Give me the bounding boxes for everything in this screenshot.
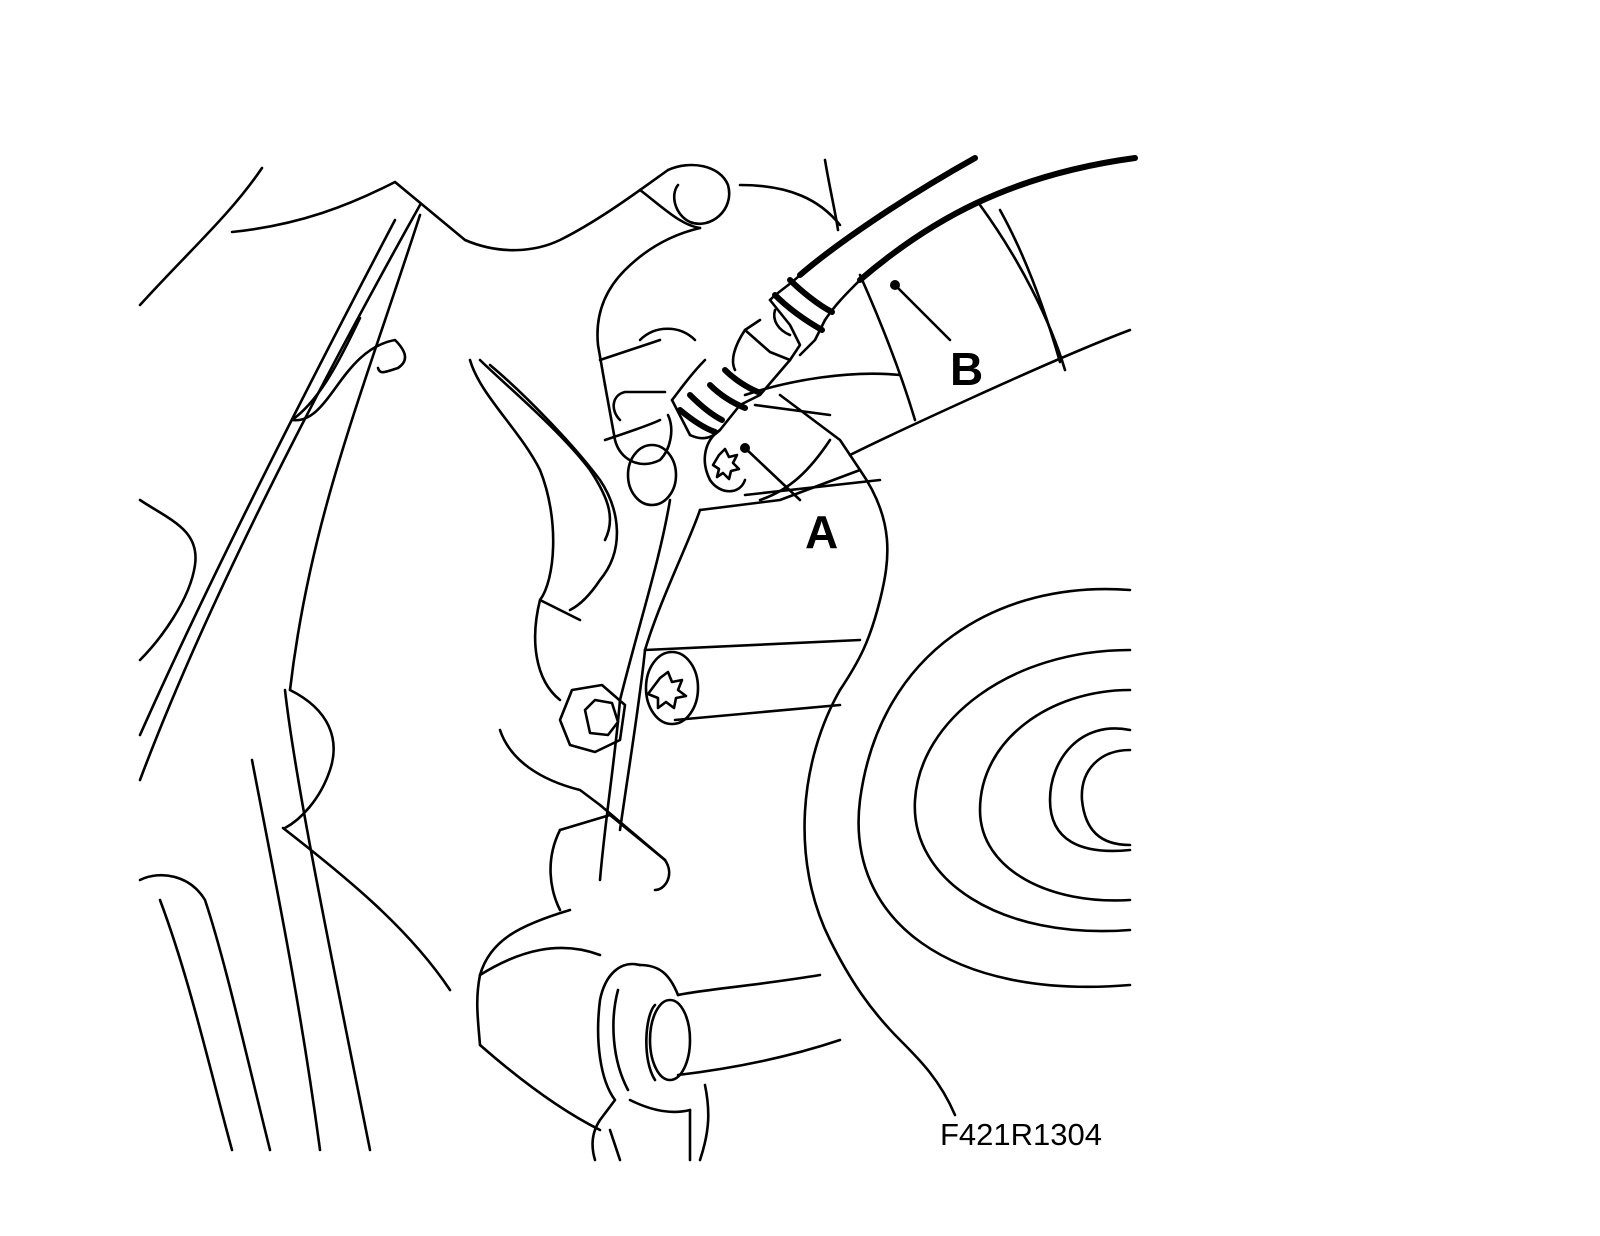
hex-bolt	[558, 683, 627, 754]
callout-label-a: A	[805, 506, 838, 558]
leader-line-a	[743, 446, 802, 502]
hose-connector	[670, 277, 835, 440]
linkage-rods	[598, 338, 902, 882]
hose-cable	[768, 155, 1138, 322]
right-frame	[858, 203, 1067, 422]
torx-bolt-middle	[643, 638, 862, 726]
torx-bolt-upper	[603, 327, 747, 507]
figure-code: F421R1304	[940, 1117, 1102, 1152]
leader-line-b	[893, 283, 952, 342]
pulley-housing	[803, 328, 1132, 1117]
callout-label-b: B	[950, 343, 983, 395]
callout-leaders	[740, 280, 952, 502]
left-cover-outline	[138, 166, 670, 1152]
lower-pipe	[478, 946, 842, 1162]
center-bracket	[468, 158, 842, 1047]
